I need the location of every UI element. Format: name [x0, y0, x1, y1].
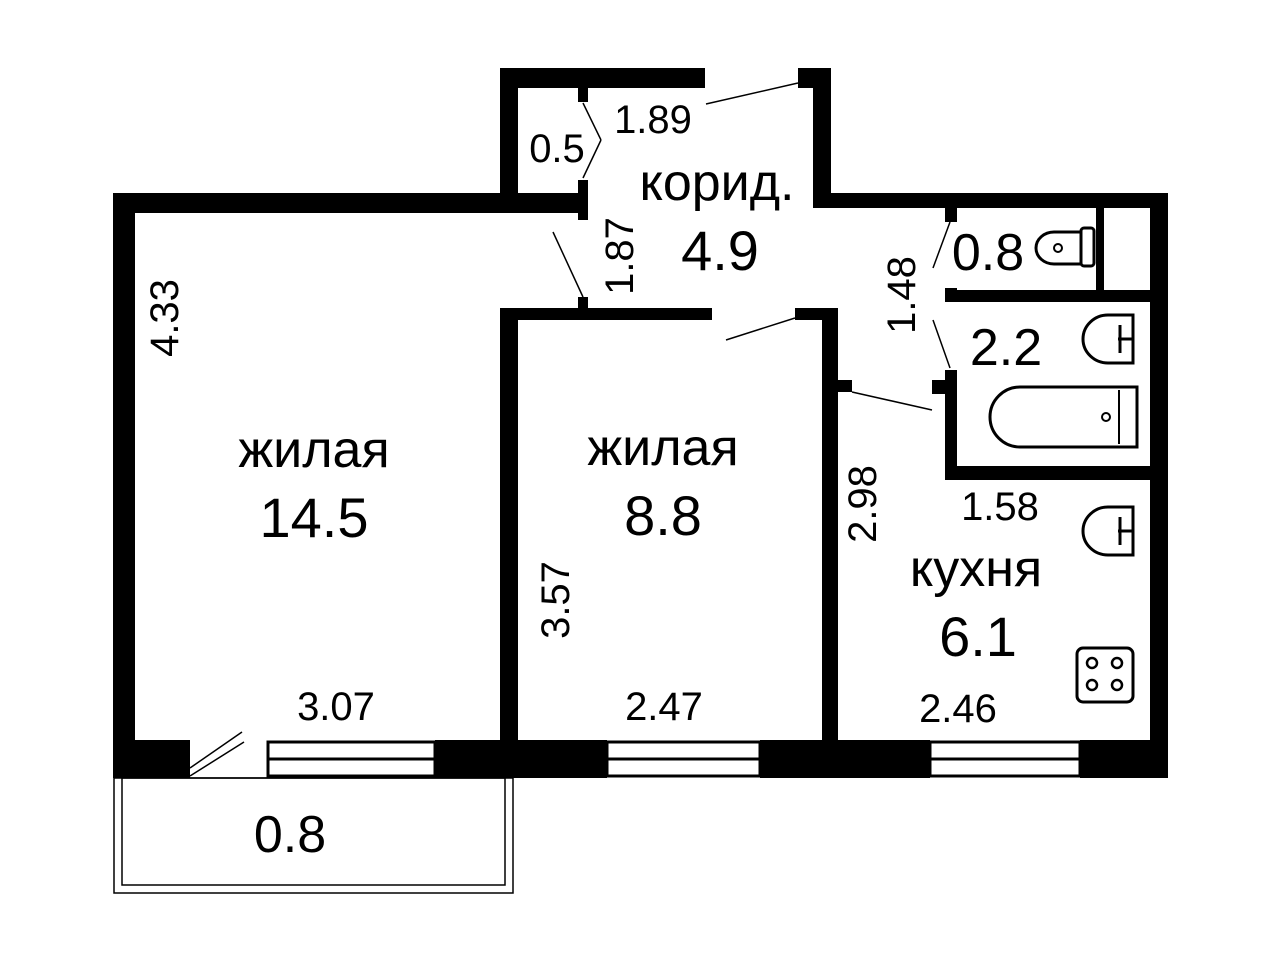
dim-living-large-height: 4.33	[143, 279, 187, 357]
dim-kitchen-width: 2.46	[919, 687, 997, 731]
door-swings	[189, 82, 951, 777]
wall	[578, 88, 588, 102]
corridor-name: корид.	[639, 154, 794, 212]
bathroom-area: 2.2	[970, 319, 1042, 377]
wall	[813, 193, 1168, 208]
dim-kitchen-top: 1.58	[961, 485, 1039, 529]
walls	[113, 68, 1168, 778]
windows	[266, 740, 1082, 778]
wall	[822, 308, 838, 748]
living-large-name: жилая	[238, 421, 389, 479]
wall	[113, 193, 588, 213]
wall	[578, 180, 588, 194]
wall	[945, 290, 1150, 302]
balcony	[113, 777, 514, 894]
dim-corridor-top: 1.89	[614, 98, 692, 142]
wall	[945, 466, 1150, 480]
kitchen-area: 6.1	[939, 605, 1017, 668]
wall	[113, 740, 190, 778]
dim-living-large-width: 3.07	[297, 685, 375, 729]
wall	[500, 68, 518, 213]
wall	[838, 380, 852, 392]
wall	[500, 68, 705, 88]
wall	[578, 205, 588, 220]
wall	[945, 208, 957, 222]
dim-corridor-right: 1.48	[880, 256, 924, 334]
living-small-name: жилая	[587, 419, 738, 477]
toilet-area: 0.8	[952, 224, 1024, 282]
wall	[500, 308, 712, 320]
wall	[945, 370, 957, 480]
dim-corridor-left: 1.87	[598, 217, 642, 295]
wall	[578, 297, 588, 310]
dim-living-small-height: 3.57	[534, 561, 578, 639]
living-large-area: 14.5	[260, 486, 369, 549]
sink-icon	[1081, 313, 1135, 365]
bathtub-icon	[988, 385, 1139, 449]
dim-kitchen-height: 2.98	[841, 465, 885, 543]
living-small-area: 8.8	[624, 484, 702, 547]
wall	[435, 740, 607, 778]
wall	[1150, 193, 1168, 778]
wall	[813, 68, 831, 208]
wall	[500, 308, 518, 748]
balcony-area: 0.8	[254, 806, 326, 864]
kitchen-name: кухня	[910, 540, 1042, 598]
kitchen-sink-icon	[1081, 505, 1135, 557]
wall	[1096, 208, 1104, 298]
toilet-icon	[1034, 226, 1096, 268]
wall	[760, 740, 930, 778]
wall	[113, 193, 135, 778]
corridor-area: 4.9	[681, 219, 759, 282]
closet-area: 0.5	[529, 127, 585, 171]
stove-icon	[1075, 646, 1135, 704]
dim-living-small-width: 2.47	[625, 685, 703, 729]
